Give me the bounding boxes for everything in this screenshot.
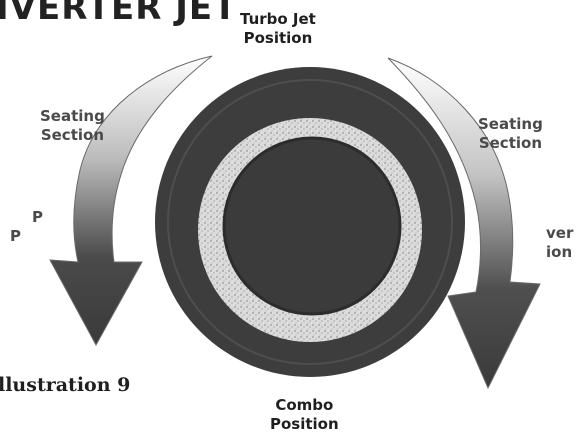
illustration-caption: llustration 9 xyxy=(0,374,130,396)
label-left-seating-section: Seating Section xyxy=(40,107,105,145)
label-right-seating-line2: Section xyxy=(478,134,543,153)
label-left-position-line1: P xyxy=(10,208,43,227)
label-right-position-line1: ver xyxy=(546,224,573,243)
label-turbo-jet-line1: Turbo Jet xyxy=(240,10,316,29)
label-right-position: ver ion xyxy=(546,224,573,262)
label-right-seating-section: Seating Section xyxy=(478,115,543,153)
label-left-seating-line1: Seating xyxy=(40,107,105,126)
label-combo-line1: Combo xyxy=(270,396,339,415)
label-combo-line2: Position xyxy=(270,415,339,434)
label-turbo-jet-line2: Position xyxy=(240,29,316,48)
label-combo-position: Combo Position xyxy=(270,396,339,434)
label-left-position-line2: P xyxy=(10,227,43,246)
diagram-heading: IVERTER JET xyxy=(0,0,237,25)
label-turbo-jet-position: Turbo Jet Position xyxy=(240,10,316,48)
label-left-seating-line2: Section xyxy=(40,126,105,145)
label-right-position-line2: ion xyxy=(546,243,573,262)
label-left-position: P P xyxy=(10,208,43,246)
label-right-seating-line1: Seating xyxy=(478,115,543,134)
